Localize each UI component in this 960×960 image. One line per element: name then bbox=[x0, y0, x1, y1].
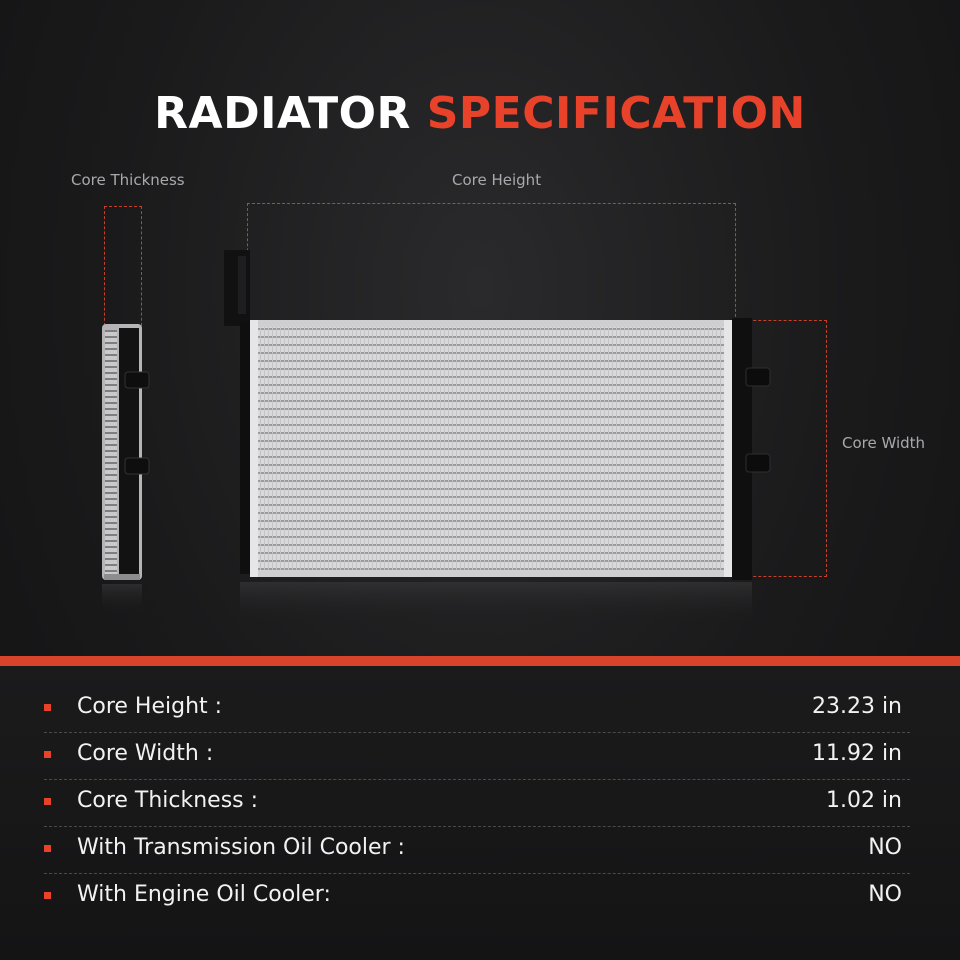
core-thickness-dimension-line bbox=[104, 206, 142, 336]
spec-row-core-thickness: Core Thickness : 1.02 in bbox=[44, 780, 910, 827]
spec-label: Core Thickness : bbox=[77, 788, 259, 813]
title-part-specification: SPECIFICATION bbox=[426, 88, 806, 139]
spec-value: 1.02 in bbox=[825, 788, 902, 813]
spec-value: NO bbox=[868, 882, 902, 907]
accent-divider bbox=[0, 656, 960, 666]
radiator-illustration bbox=[102, 250, 771, 626]
spec-label: Core Width : bbox=[77, 741, 214, 766]
bullet-icon bbox=[44, 704, 51, 711]
bullet-icon bbox=[44, 845, 51, 852]
title-part-radiator: RADIATOR bbox=[154, 88, 411, 139]
spec-value: NO bbox=[868, 835, 902, 860]
spec-row-core-height: Core Height : 23.23 in bbox=[44, 686, 910, 733]
radiator-side-view bbox=[102, 324, 150, 580]
page-title: RADIATOR SPECIFICATION bbox=[0, 88, 960, 139]
spec-label: With Transmission Oil Cooler : bbox=[77, 835, 405, 860]
radiator-reflection bbox=[240, 582, 752, 626]
bullet-icon bbox=[44, 892, 51, 899]
spec-row-core-width: Core Width : 11.92 in bbox=[44, 733, 910, 780]
spec-row-engine-oil-cooler: With Engine Oil Cooler: NO bbox=[44, 874, 910, 921]
spec-value: 11.92 in bbox=[811, 741, 902, 766]
core-width-dim-label: Core Width bbox=[842, 434, 926, 452]
spec-label: Core Height : bbox=[77, 694, 223, 719]
radiator-front-view bbox=[224, 250, 771, 580]
core-height-dim-label: Core Height bbox=[452, 171, 542, 189]
spec-row-transmission-oil-cooler: With Transmission Oil Cooler : NO bbox=[44, 827, 910, 874]
bullet-icon bbox=[44, 798, 51, 805]
spec-label: With Engine Oil Cooler: bbox=[77, 882, 331, 907]
specification-table: Core Height : 23.23 in Core Width : 11.9… bbox=[0, 666, 960, 960]
bullet-icon bbox=[44, 751, 51, 758]
core-width-dimension-line bbox=[733, 320, 827, 577]
core-thickness-dim-label: Core Thickness bbox=[71, 171, 185, 189]
spec-value: 23.23 in bbox=[811, 694, 902, 719]
